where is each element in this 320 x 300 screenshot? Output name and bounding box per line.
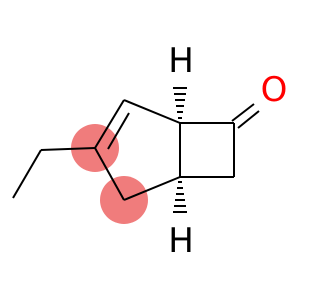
bond-ring-vinyl-bridgehead <box>123 99 181 124</box>
bond-ethyl-ring <box>40 147 96 151</box>
hashed-bond-top <box>173 87 187 119</box>
hydrogen-label-top: H <box>168 41 194 81</box>
hydrogen-label-bottom: H <box>168 221 194 261</box>
bond-ring-double-inner <box>107 112 130 150</box>
bond-carbonyl-double-a <box>231 103 255 122</box>
bond-ring-double-outer <box>94 99 125 149</box>
bond-ring-ch2 <box>94 147 125 201</box>
hashed-bond-bottom <box>173 181 187 213</box>
bond-methyl-ethyl <box>12 149 42 199</box>
bond-ch2-bridgehead <box>123 176 181 201</box>
molecule-diagram: H H O <box>12 41 288 261</box>
bond-carbonyl-double-b <box>237 110 260 129</box>
oxygen-label: O <box>261 70 288 110</box>
